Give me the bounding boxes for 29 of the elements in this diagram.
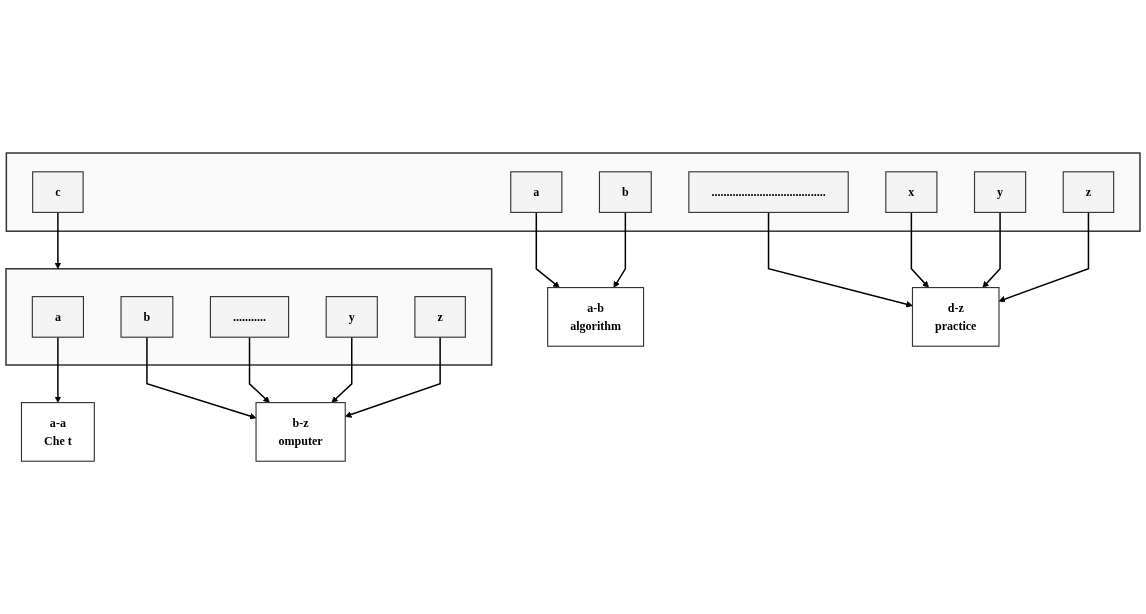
node-box: ...................................... bbox=[688, 171, 849, 213]
node-box: a bbox=[31, 295, 84, 338]
arrow bbox=[910, 211, 929, 288]
arrow bbox=[613, 211, 627, 288]
arrow bbox=[982, 211, 1001, 288]
arrow bbox=[54, 211, 62, 269]
arrow bbox=[998, 211, 1090, 303]
node-box: c bbox=[32, 171, 84, 213]
node-box: z bbox=[1062, 171, 1115, 213]
node-box: a bbox=[510, 171, 563, 213]
node-box: ........... bbox=[209, 295, 290, 338]
node-box: x bbox=[885, 171, 938, 213]
arrow bbox=[535, 211, 560, 288]
node-box: b bbox=[120, 295, 174, 338]
node-box: z bbox=[414, 295, 466, 338]
node-box: y bbox=[325, 295, 378, 338]
cluster bbox=[5, 267, 493, 366]
arrow bbox=[331, 336, 353, 403]
arrow bbox=[248, 336, 270, 403]
arrow bbox=[146, 336, 257, 420]
node-box: b bbox=[598, 171, 652, 213]
node-box: a-b algorithm bbox=[547, 286, 645, 347]
node-box: y bbox=[973, 171, 1027, 213]
node-box: d-z practice bbox=[911, 286, 1000, 347]
arrow bbox=[767, 211, 913, 308]
arrow bbox=[54, 336, 62, 403]
cluster bbox=[5, 152, 1141, 232]
node-box: a-a Che t bbox=[20, 401, 95, 462]
node-box: b-z omputer bbox=[255, 401, 346, 462]
